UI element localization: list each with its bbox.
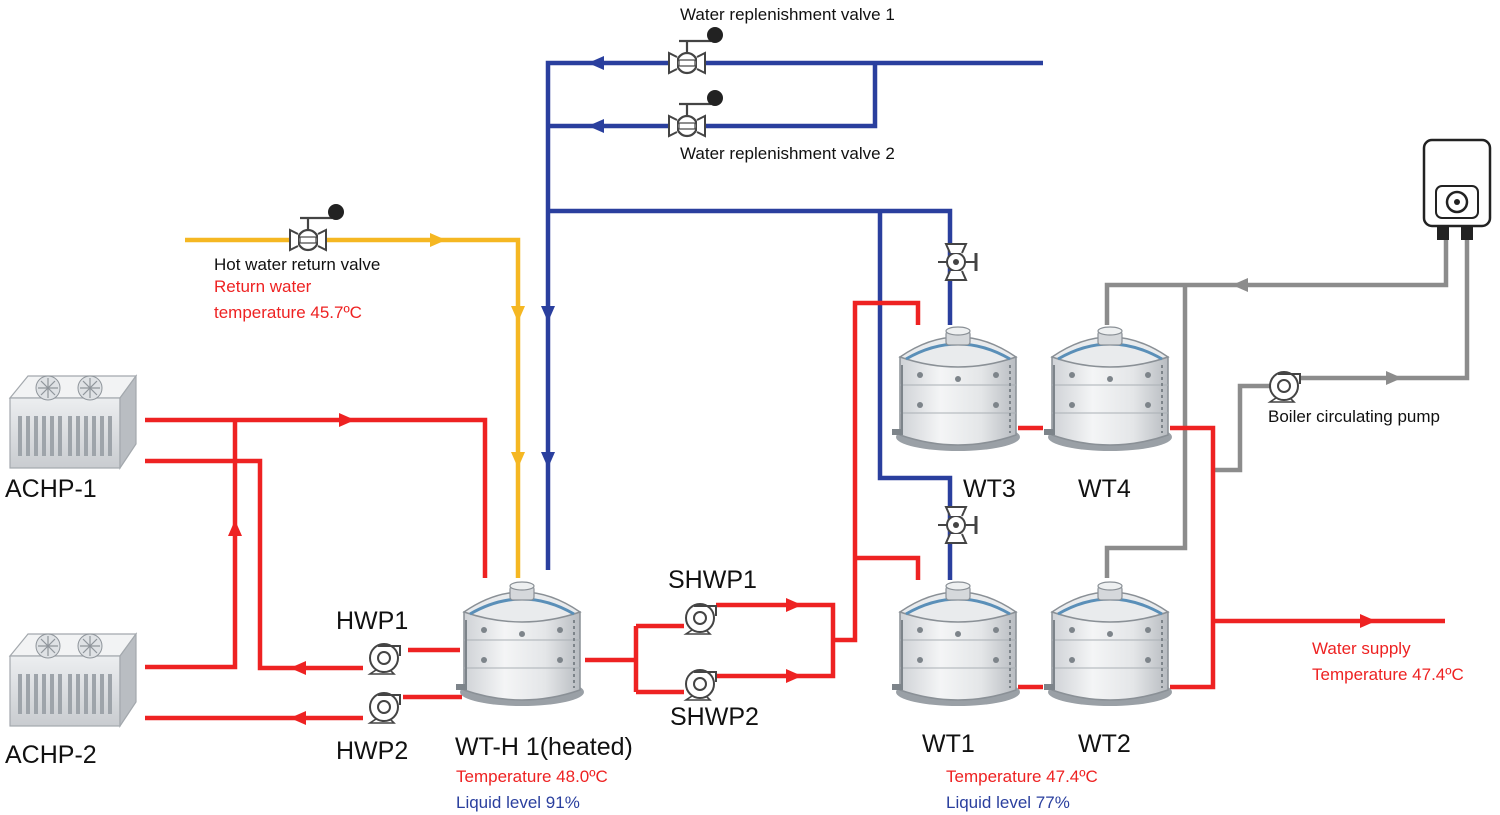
hot-return-valve-label: Hot water return valve [214, 255, 380, 274]
flow-arrow [511, 306, 525, 322]
flow-arrow [1386, 371, 1402, 385]
flow-arrow [339, 413, 355, 427]
flow-arrow [430, 233, 446, 247]
flow-arrow [541, 452, 555, 468]
flow-arrow [228, 520, 242, 536]
tank-wt4 [1042, 325, 1174, 453]
pump-shwp2-icon [685, 669, 717, 701]
replenishment-valve-1-icon [667, 25, 725, 75]
pump-hwp2-icon [369, 692, 401, 724]
return-temp-line1: Return water [214, 277, 312, 296]
hwp2-label: HWP2 [336, 737, 408, 765]
flow-arrow [290, 661, 306, 675]
achp-1-label: ACHP-1 [5, 475, 97, 503]
achp-2-unit [9, 633, 137, 727]
flow-arrow [588, 56, 604, 70]
valve-1-label: Water replenishment valve 1 [680, 5, 895, 24]
wt-level: Liquid level 77% [946, 793, 1070, 812]
flow-arrow [511, 452, 525, 468]
tank-wt1 [890, 580, 1022, 708]
flow-arrow [1360, 614, 1376, 628]
boiler-pump-icon [1269, 371, 1301, 403]
wt-h1-temp: Temperature 48.0ºC [456, 767, 608, 786]
manual-valve-wt3-icon [936, 242, 978, 282]
flow-arrow [1232, 278, 1248, 292]
flow-arrow [786, 669, 802, 683]
hot-water-return-valve-icon [288, 202, 346, 252]
hwp1-label: HWP1 [336, 607, 408, 635]
boiler-pipes [1104, 240, 1470, 578]
replenishment-valve-2-icon [667, 88, 725, 138]
shwp2-label: SHWP2 [670, 703, 759, 731]
pump-shwp1-icon [685, 603, 717, 635]
achp-1-unit [9, 375, 137, 469]
wt-h1-level: Liquid level 91% [456, 793, 580, 812]
valve-2-label: Water replenishment valve 2 [680, 144, 895, 163]
return-temp-line2: temperature 45.7ºC [214, 303, 362, 322]
flow-arrows [228, 56, 1402, 725]
flow-arrow [588, 119, 604, 133]
supply-line1: Water supply [1312, 639, 1411, 658]
wt4-label: WT4 [1078, 475, 1131, 503]
boiler-icon [1422, 138, 1492, 240]
boiler-pump-label: Boiler circulating pump [1268, 407, 1440, 426]
wt2-label: WT2 [1078, 730, 1131, 758]
tank-wt-h1 [454, 580, 586, 708]
wt3-label: WT3 [963, 475, 1016, 503]
tank-wt2 [1042, 580, 1174, 708]
hot-water-pipes [145, 300, 1445, 721]
tank-wt3 [890, 325, 1022, 453]
pump-hwp1-icon [369, 643, 401, 675]
wt-temp: Temperature 47.4ºC [946, 767, 1098, 786]
shwp1-label: SHWP1 [668, 566, 757, 594]
wt-h1-label: WT-H 1(heated) [455, 733, 633, 761]
flow-arrow [290, 711, 306, 725]
supply-line2: Temperature 47.4ºC [1312, 665, 1464, 684]
wt1-label: WT1 [922, 730, 975, 758]
flow-arrow [786, 598, 802, 612]
manual-valve-wt1-icon [936, 505, 978, 545]
flow-arrow [541, 306, 555, 322]
achp-2-label: ACHP-2 [5, 741, 97, 769]
